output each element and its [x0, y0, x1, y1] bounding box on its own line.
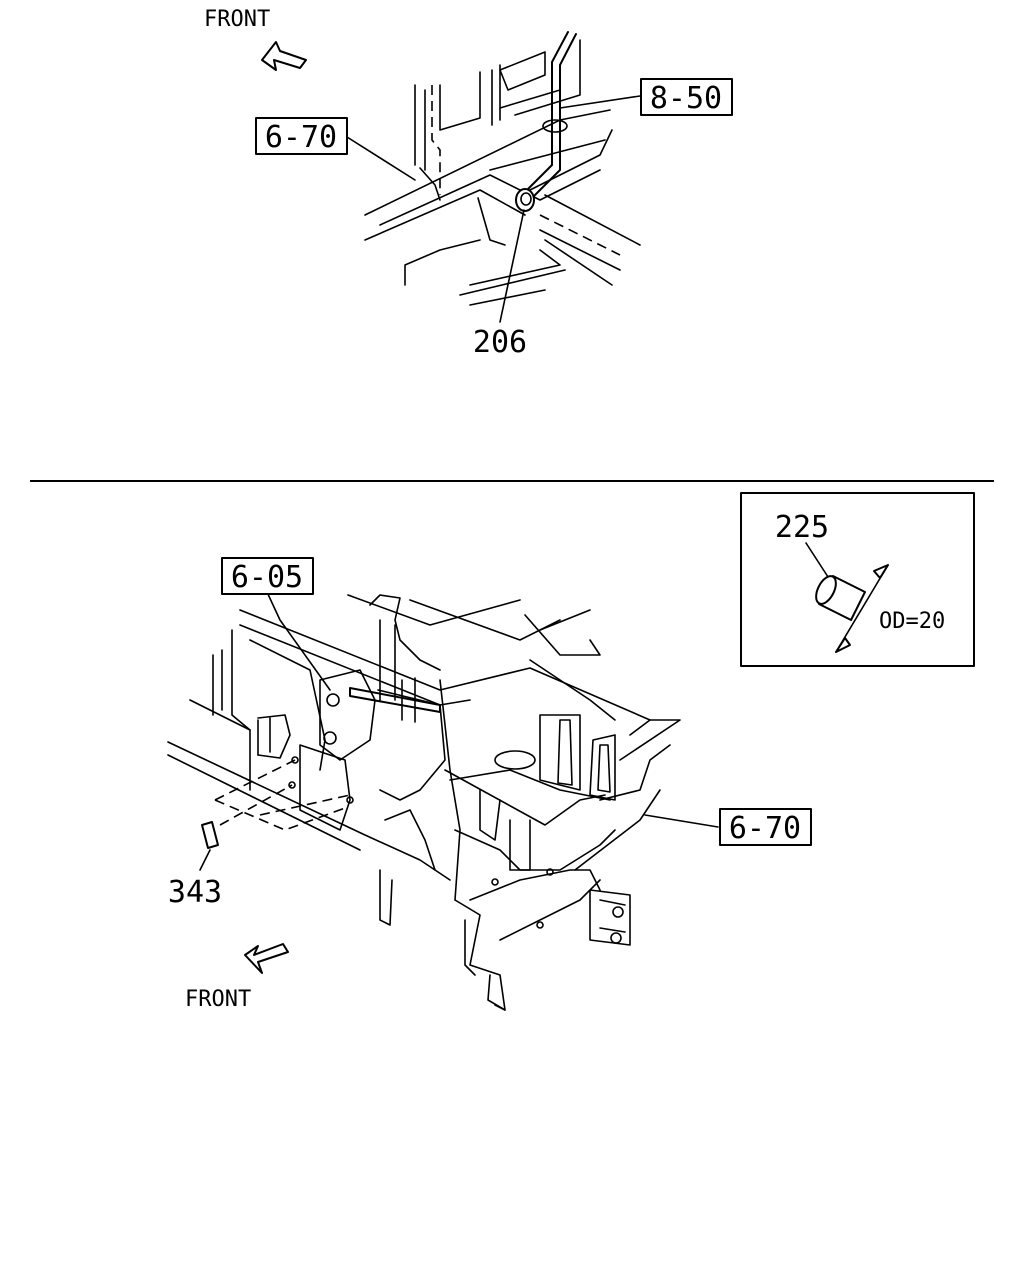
- front-arrow-icon-top: [261, 41, 307, 71]
- top-structure: [364, 39, 641, 306]
- ref-box-8-50: [640, 78, 733, 116]
- top-view: FRONT: [204, 7, 733, 360]
- ref-6-70-bottom: 6-70: [729, 811, 801, 846]
- leader-8-50: [559, 95, 641, 109]
- ref-box-6-05: [221, 557, 314, 595]
- plug-343: 343: [168, 756, 354, 910]
- leader-6-05: [266, 591, 331, 691]
- pipe: [526, 31, 577, 199]
- od-dimension: OD=20: [879, 609, 945, 634]
- leader-6-70-bottom: [644, 814, 719, 828]
- bottom-structure: [167, 594, 681, 1011]
- ref-box-6-70-bottom: [719, 808, 812, 846]
- front-label-top: FRONT: [204, 7, 270, 32]
- ref-8-50: 8-50: [650, 81, 722, 116]
- front-label-bottom: FRONT: [185, 987, 251, 1012]
- ref-6-05: 6-05: [231, 560, 303, 595]
- grommet-206: [515, 188, 535, 212]
- ref-6-70-top: 6-70: [265, 120, 337, 155]
- detail-box-225: 225 OD=20: [740, 492, 975, 667]
- ref-box-6-70-top: [255, 117, 348, 155]
- front-arrow-icon-bottom: [244, 943, 289, 974]
- part-number-343: 343: [168, 875, 222, 910]
- part-number-225: 225: [775, 510, 829, 545]
- leader-6-70-top: [346, 136, 416, 181]
- leader-206: [499, 209, 525, 323]
- part-number-206: 206: [473, 325, 527, 360]
- bottom-view: 225 OD=20: [167, 492, 975, 1012]
